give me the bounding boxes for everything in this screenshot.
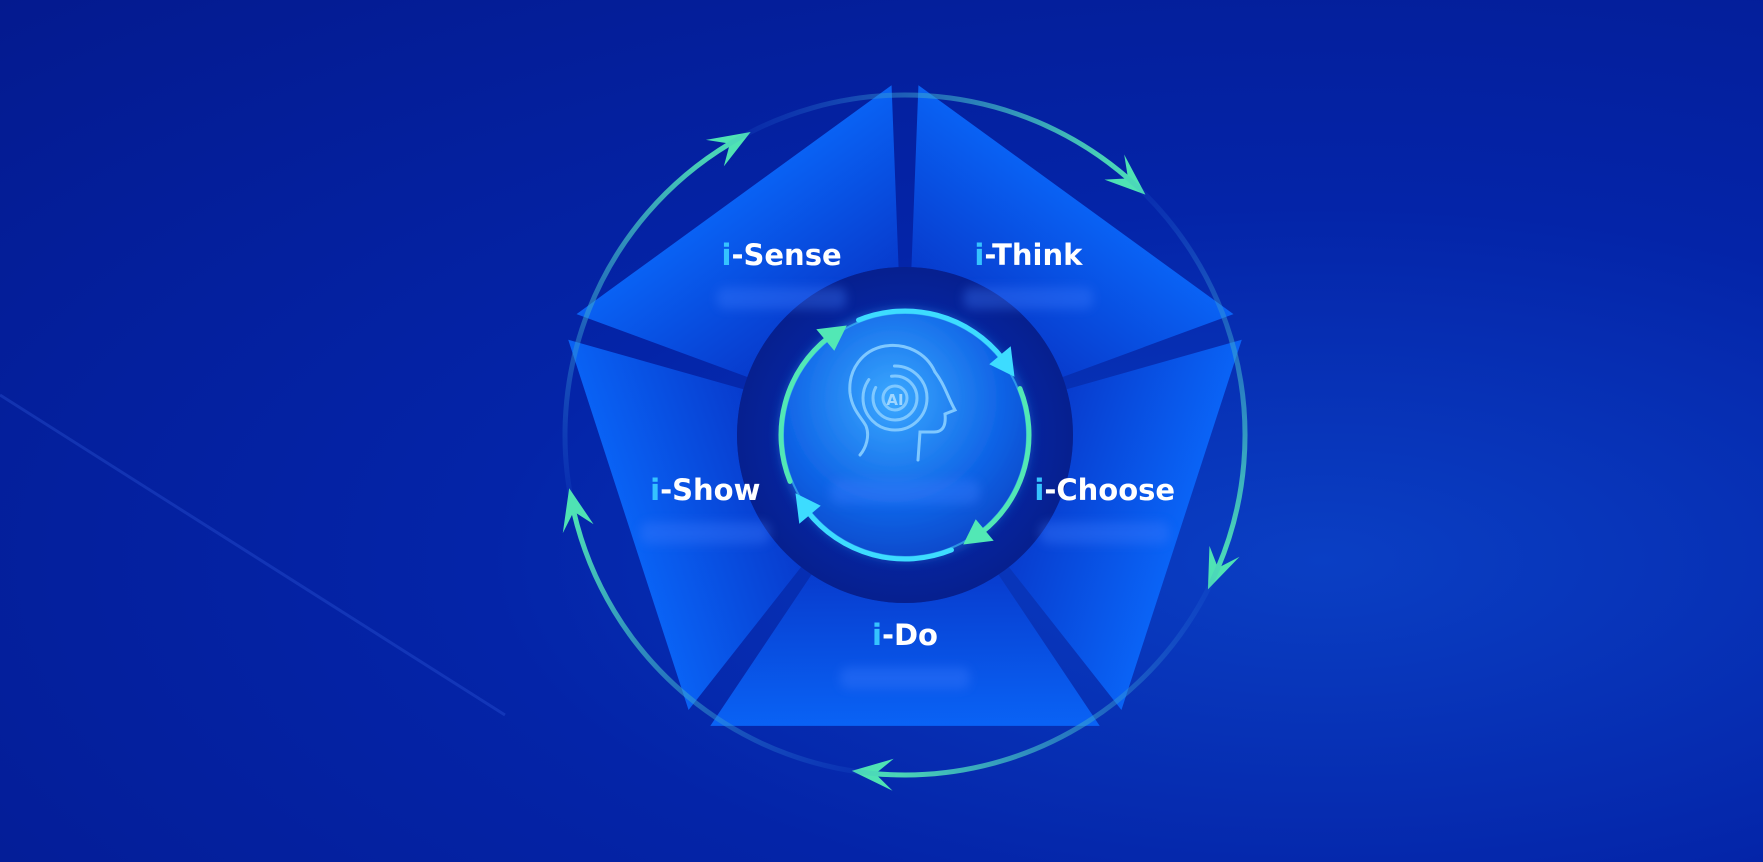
core-arrowhead: [795, 493, 821, 524]
segment-label-show: i-Show: [650, 473, 760, 507]
core-arrow-arc: [804, 508, 954, 562]
segment-blurred-caption-do: [840, 667, 970, 689]
cycle-arrow-choose: [1111, 164, 1248, 571]
segment-blurred-caption-think: [963, 287, 1094, 310]
segment-blurred-caption-show: [640, 521, 771, 544]
core-arrowhead: [989, 346, 1015, 377]
segment-label-choose: i-Choose: [1034, 473, 1175, 507]
core-arrow-arc: [856, 308, 1006, 362]
cycle-arrow-do: [872, 548, 1227, 778]
segment-prefix-choose: i: [1034, 473, 1044, 507]
cycle-arrow-sense: [562, 141, 733, 532]
ai-head-icon: [848, 343, 958, 462]
segment-blurred-caption-choose: [1039, 521, 1170, 544]
arrowhead-show: [562, 488, 594, 534]
core-arrow-arc: [978, 386, 1032, 536]
core-blurred-caption: [830, 480, 980, 504]
ai-badge: AI: [886, 391, 903, 409]
arrows-layer: [562, 92, 1248, 791]
core-arrowhead: [816, 325, 847, 351]
segment-sense: [576, 85, 899, 377]
segment-label-do: i-Do: [872, 618, 938, 652]
segment-name-do: -Do: [882, 618, 938, 652]
segment-prefix-do: i: [872, 618, 882, 652]
core-orb: [782, 312, 1028, 558]
segment-do: [710, 574, 1100, 726]
cycle-arrow-show: [571, 508, 896, 778]
segment-think: [911, 85, 1234, 377]
segment-prefix-sense: i: [722, 238, 732, 272]
cycle-arrow-think: [712, 92, 1131, 181]
segment-prefix-show: i: [650, 473, 660, 507]
segment-label-sense: i-Sense: [722, 238, 842, 272]
segment-prefix-think: i: [974, 238, 984, 272]
segment-name-think: -Think: [984, 238, 1083, 272]
segment-name-sense: -Sense: [731, 238, 841, 272]
segment-name-choose: -Choose: [1044, 473, 1175, 507]
segment-blurred-caption-sense: [716, 287, 847, 310]
light-streak: [0, 393, 506, 717]
segment-label-think: i-Think: [974, 238, 1083, 272]
core-arrowhead: [963, 519, 994, 545]
core-arrow-arc: [778, 334, 832, 484]
segment-name-show: -Show: [660, 473, 760, 507]
core-cycle-arrows: [778, 308, 1032, 562]
